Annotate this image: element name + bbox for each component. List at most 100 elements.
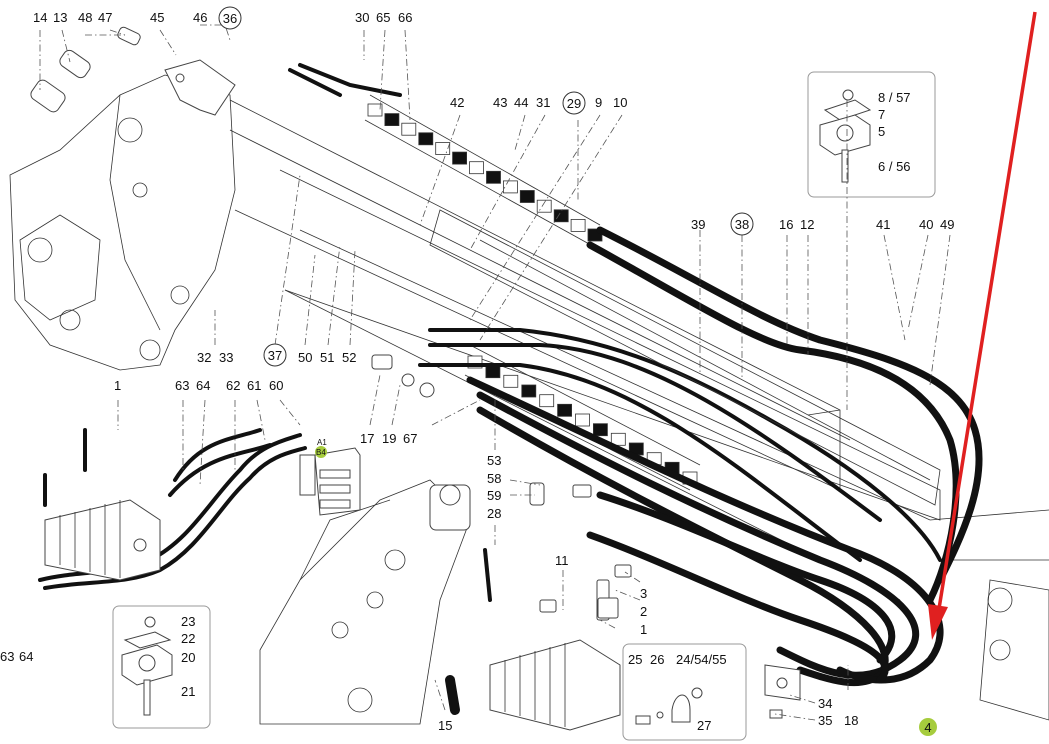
chain-link xyxy=(610,432,626,446)
callout-2: 2 xyxy=(640,604,647,619)
callout-15: 15 xyxy=(438,718,452,733)
callout-58: 58 xyxy=(487,471,501,486)
kit-box-clamp-right xyxy=(807,71,936,198)
valve-block-left xyxy=(44,499,161,581)
callout-7: 7 xyxy=(878,107,885,122)
callout-28: 28 xyxy=(487,506,501,521)
callout-50: 50 xyxy=(298,350,312,365)
callout-65: 65 xyxy=(376,10,390,25)
callout-43: 43 xyxy=(493,95,507,110)
callout-circle-36 xyxy=(218,6,242,30)
callout-39: 39 xyxy=(691,217,705,232)
callout-32: 32 xyxy=(197,350,211,365)
chain-link xyxy=(570,218,586,232)
callout-62: 62 xyxy=(226,378,240,393)
kit-box-clip-bottom xyxy=(622,643,747,741)
callout-36: 36 xyxy=(223,11,237,26)
callout-44: 44 xyxy=(514,95,528,110)
callout-4: 4 xyxy=(924,720,931,735)
callout-41: 41 xyxy=(876,217,890,232)
callout-40: 40 xyxy=(919,217,933,232)
chain-link xyxy=(539,394,555,408)
callout-53: 53 xyxy=(487,453,501,468)
callout-34: 34 xyxy=(818,696,832,711)
callout-47: 47 xyxy=(98,10,112,25)
callout-48: 48 xyxy=(78,10,92,25)
callout-30: 30 xyxy=(355,10,369,25)
callout-26: 26 xyxy=(650,652,664,667)
callout-60: 60 xyxy=(269,378,283,393)
callout-14: 14 xyxy=(33,10,47,25)
callout-19: 19 xyxy=(382,431,396,446)
callout-45: 45 xyxy=(150,10,164,25)
callout-circle-37 xyxy=(263,343,287,367)
valve-tag-a1: A1 xyxy=(317,438,327,447)
callout-38: 38 xyxy=(735,217,749,232)
chain-link xyxy=(519,190,535,203)
red-pointer-arrow xyxy=(928,11,1037,640)
callout-5: 5 xyxy=(878,124,885,139)
chain-link xyxy=(485,365,501,379)
callout-64-top: 64 xyxy=(196,378,210,393)
chain-link xyxy=(503,374,519,388)
cylinders-14-13 xyxy=(30,26,141,113)
callout-63-top: 63 xyxy=(175,378,189,393)
callout-20: 20 xyxy=(181,650,195,665)
callout-1-right: 1 xyxy=(640,622,647,637)
callout-37: 37 xyxy=(268,348,282,363)
chain-link xyxy=(435,142,451,155)
callout-3: 3 xyxy=(640,586,647,601)
chain-link xyxy=(502,180,518,194)
valve-tag-b4: B4 xyxy=(316,448,326,457)
callout-25: 25 xyxy=(628,652,642,667)
chain-link xyxy=(536,199,552,213)
upper-energy-chain xyxy=(364,94,603,251)
callout-12: 12 xyxy=(800,217,814,232)
chain-link xyxy=(575,413,590,427)
callout-64-bottom: 64 xyxy=(19,649,33,664)
callout-labels: 14 13 48 47 45 46 36 30 65 66 42 43 44 3… xyxy=(0,6,954,736)
callout-31: 31 xyxy=(536,95,550,110)
chain-link xyxy=(593,423,608,437)
chain-link xyxy=(469,161,484,175)
fittings-small xyxy=(371,354,801,719)
callout-27: 27 xyxy=(697,718,711,733)
callout-67: 67 xyxy=(403,431,417,446)
valve-tag-marker xyxy=(315,446,327,458)
callout-18: 18 xyxy=(844,713,858,728)
callout-29: 29 xyxy=(567,96,581,111)
callout-66: 66 xyxy=(398,10,412,25)
callout-11: 11 xyxy=(555,553,569,568)
callout-8-57: 8 / 57 xyxy=(878,90,911,105)
callout-49: 49 xyxy=(940,217,954,232)
callout-33: 33 xyxy=(219,350,233,365)
chain-link xyxy=(521,384,537,398)
leader-lines xyxy=(39,24,951,721)
boom-structure xyxy=(9,74,1049,725)
chain-link xyxy=(384,113,400,126)
chain-link xyxy=(367,103,383,117)
callout-9: 9 xyxy=(595,95,602,110)
callout-61: 61 xyxy=(247,378,261,393)
callout-10: 10 xyxy=(613,95,627,110)
callout-35: 35 xyxy=(818,713,832,728)
valve-block-mini xyxy=(299,447,361,516)
callout-circle-29 xyxy=(562,91,586,115)
chain-link xyxy=(401,122,417,136)
slide-bracket-38 xyxy=(429,209,941,506)
bracket-36 xyxy=(164,59,236,116)
callout-16: 16 xyxy=(779,217,793,232)
chain-link xyxy=(486,170,501,184)
chain-link xyxy=(418,132,434,146)
chain-link xyxy=(557,403,572,417)
callout-42: 42 xyxy=(450,95,464,110)
highlight-marker-4 xyxy=(919,718,937,736)
callout-13: 13 xyxy=(53,10,67,25)
callout-6-56: 6 / 56 xyxy=(878,159,911,174)
callout-circle-38 xyxy=(730,212,754,236)
callout-59: 59 xyxy=(487,488,501,503)
chain-link xyxy=(452,151,468,165)
callout-23: 23 xyxy=(181,614,195,629)
callout-22: 22 xyxy=(181,631,195,646)
